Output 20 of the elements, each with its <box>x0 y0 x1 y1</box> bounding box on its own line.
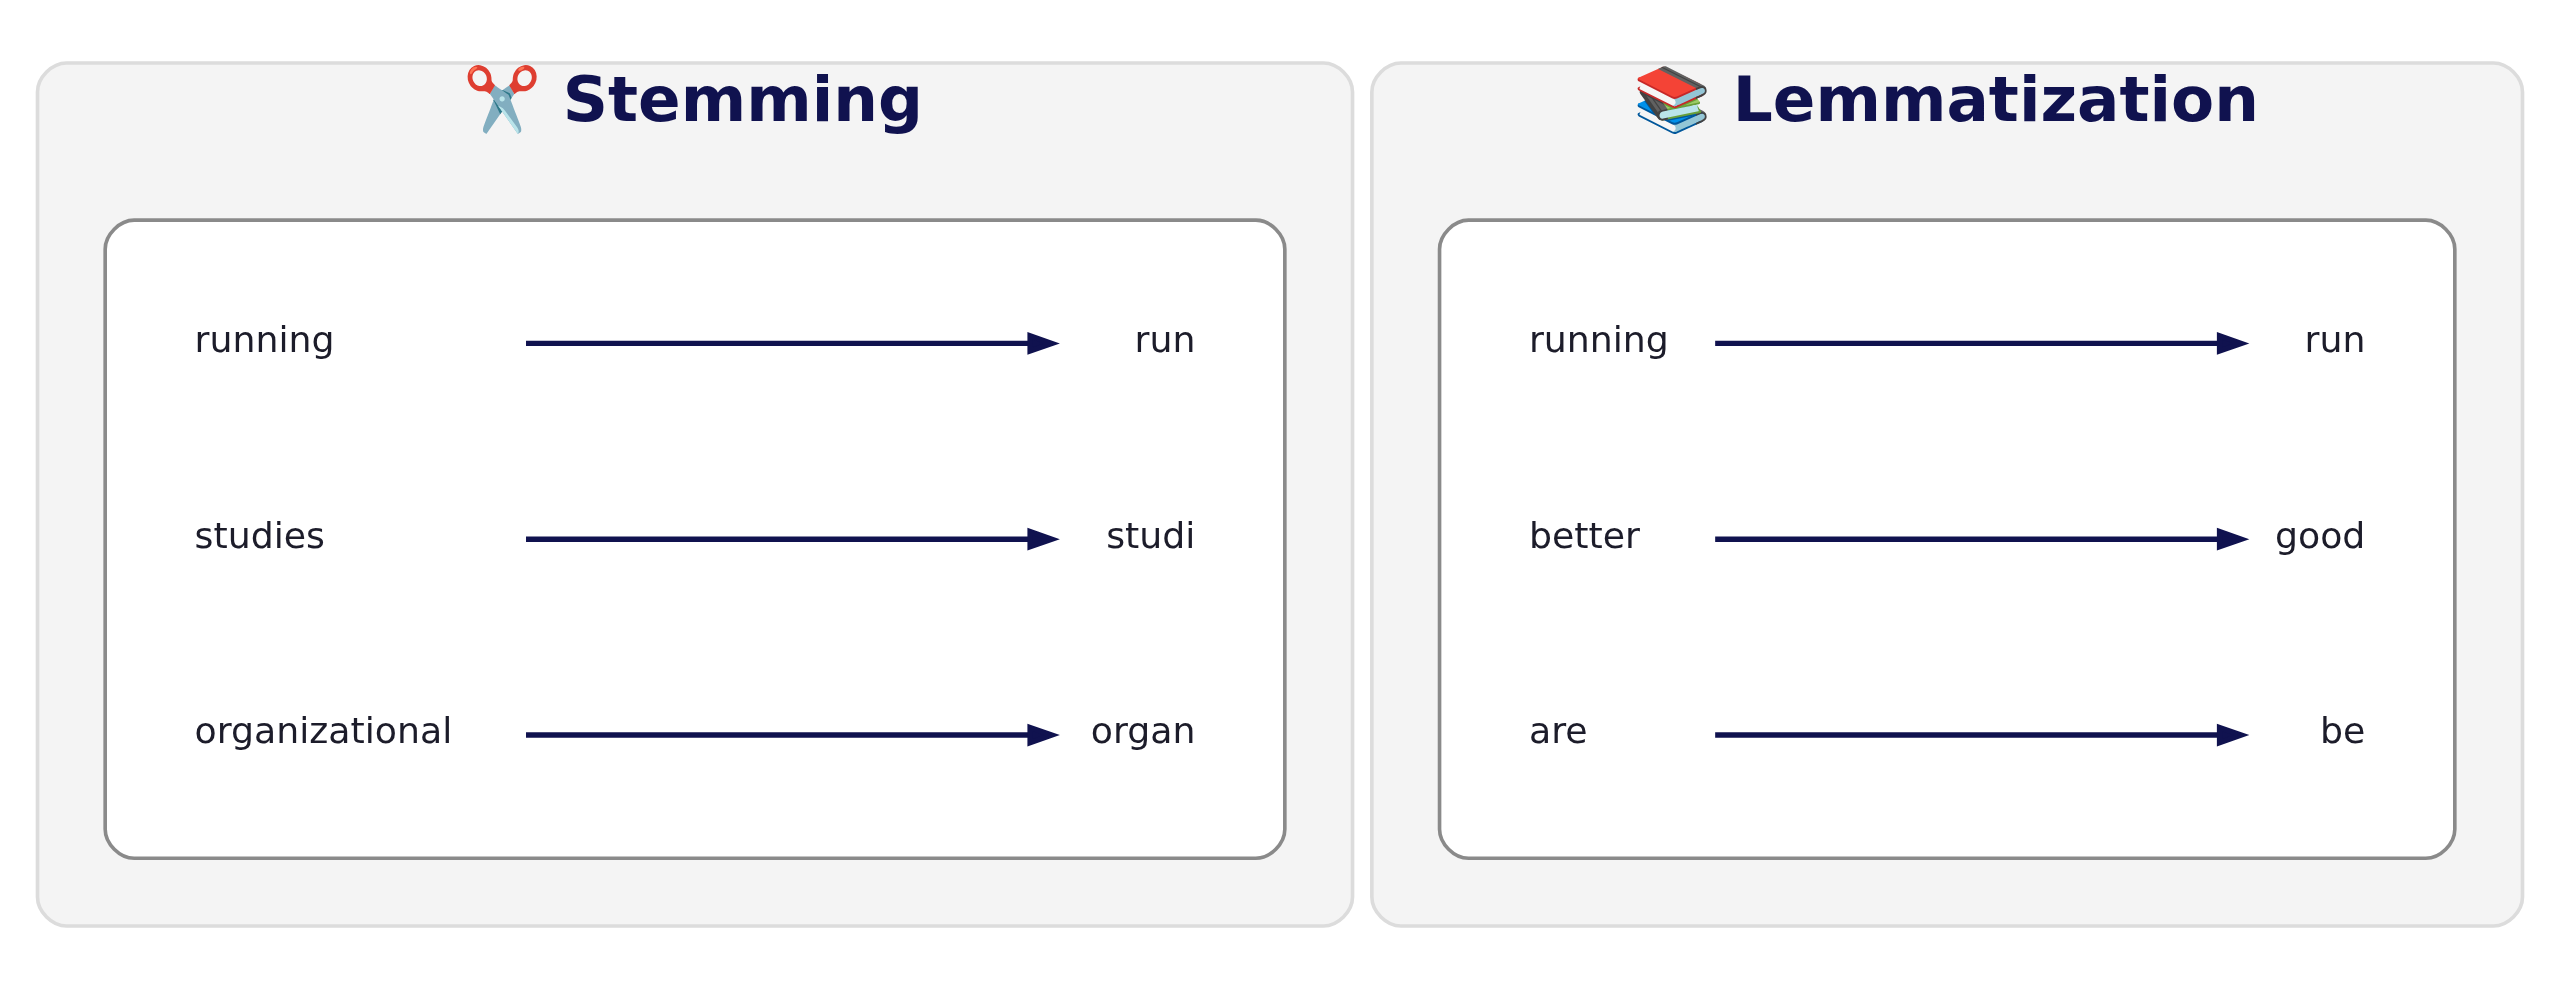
arrow <box>1715 331 2250 355</box>
node-text: studies <box>194 513 325 557</box>
cluster <box>103 217 1287 860</box>
arrow <box>526 723 1060 746</box>
arrow <box>1715 527 2250 551</box>
node-text: good <box>2274 513 2366 557</box>
node-text: running <box>1528 317 1669 361</box>
arrow <box>526 331 1060 355</box>
node-text: are <box>1528 708 1588 752</box>
cluster <box>1437 217 2457 860</box>
arrow <box>1715 723 2250 746</box>
node-text: studi <box>1106 513 1196 557</box>
node-text: running <box>194 317 335 361</box>
arrow <box>526 527 1060 551</box>
node-text: be <box>2320 708 2366 752</box>
node-text: run <box>2304 317 2366 361</box>
node-text: organizational <box>194 708 453 752</box>
node-text: better <box>1528 513 1640 557</box>
node-text: run <box>1134 317 1196 361</box>
node-text: organ <box>1090 708 1196 752</box>
